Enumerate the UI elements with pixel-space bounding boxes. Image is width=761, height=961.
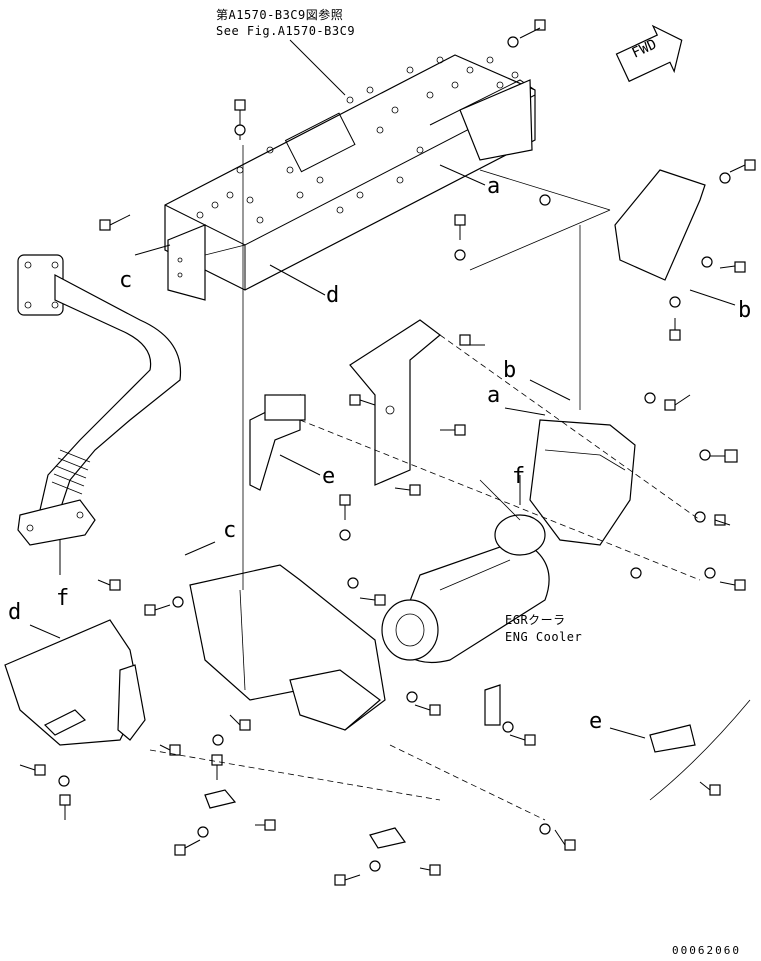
callout-e-upper: e: [322, 464, 336, 489]
lower-left-plate: [4, 619, 146, 746]
callout-b-upper: b: [738, 298, 752, 323]
callout-f-right: f: [512, 464, 526, 489]
callout-a-lower: a: [487, 383, 501, 408]
fwd-arrow-outline: [615, 24, 683, 83]
upper-mounting-frame: [164, 54, 536, 301]
callout-f-left: f: [56, 586, 70, 611]
lower-frame-assembly: [189, 564, 386, 731]
document-number: 00062060: [672, 944, 741, 957]
callout-c-upper: c: [119, 268, 133, 293]
frame-bolt-holes: [177, 56, 519, 278]
callout-a-upper: a: [487, 174, 501, 199]
washers: [58, 36, 731, 872]
exhaust-pipe: [17, 254, 182, 546]
callout-e-lower: e: [589, 709, 603, 734]
callout-d-upper: d: [326, 283, 340, 308]
bolts: [19, 19, 756, 886]
upper-right-bracket: [614, 169, 706, 281]
leader-lines: [29, 39, 751, 821]
egr-cooler-label-jp: EGRクーラ: [505, 613, 566, 627]
reference-note-en: See Fig.A1570-B3C9: [216, 24, 356, 38]
lower-clamps: [43, 684, 696, 849]
egr-cooler-drawing: [381, 514, 550, 664]
egr-cooler-label-en: ENG Cooler: [505, 630, 583, 644]
right-heat-shield: [529, 419, 636, 546]
callout-c-lower: c: [223, 518, 237, 543]
callout-b-lower: b: [503, 358, 517, 383]
callout-d-lower: d: [8, 600, 22, 625]
mid-center-bracket: [349, 319, 441, 486]
mid-left-bracket: [249, 394, 306, 491]
reference-note-jp: 第A1570-B3C9図参照: [216, 8, 344, 22]
